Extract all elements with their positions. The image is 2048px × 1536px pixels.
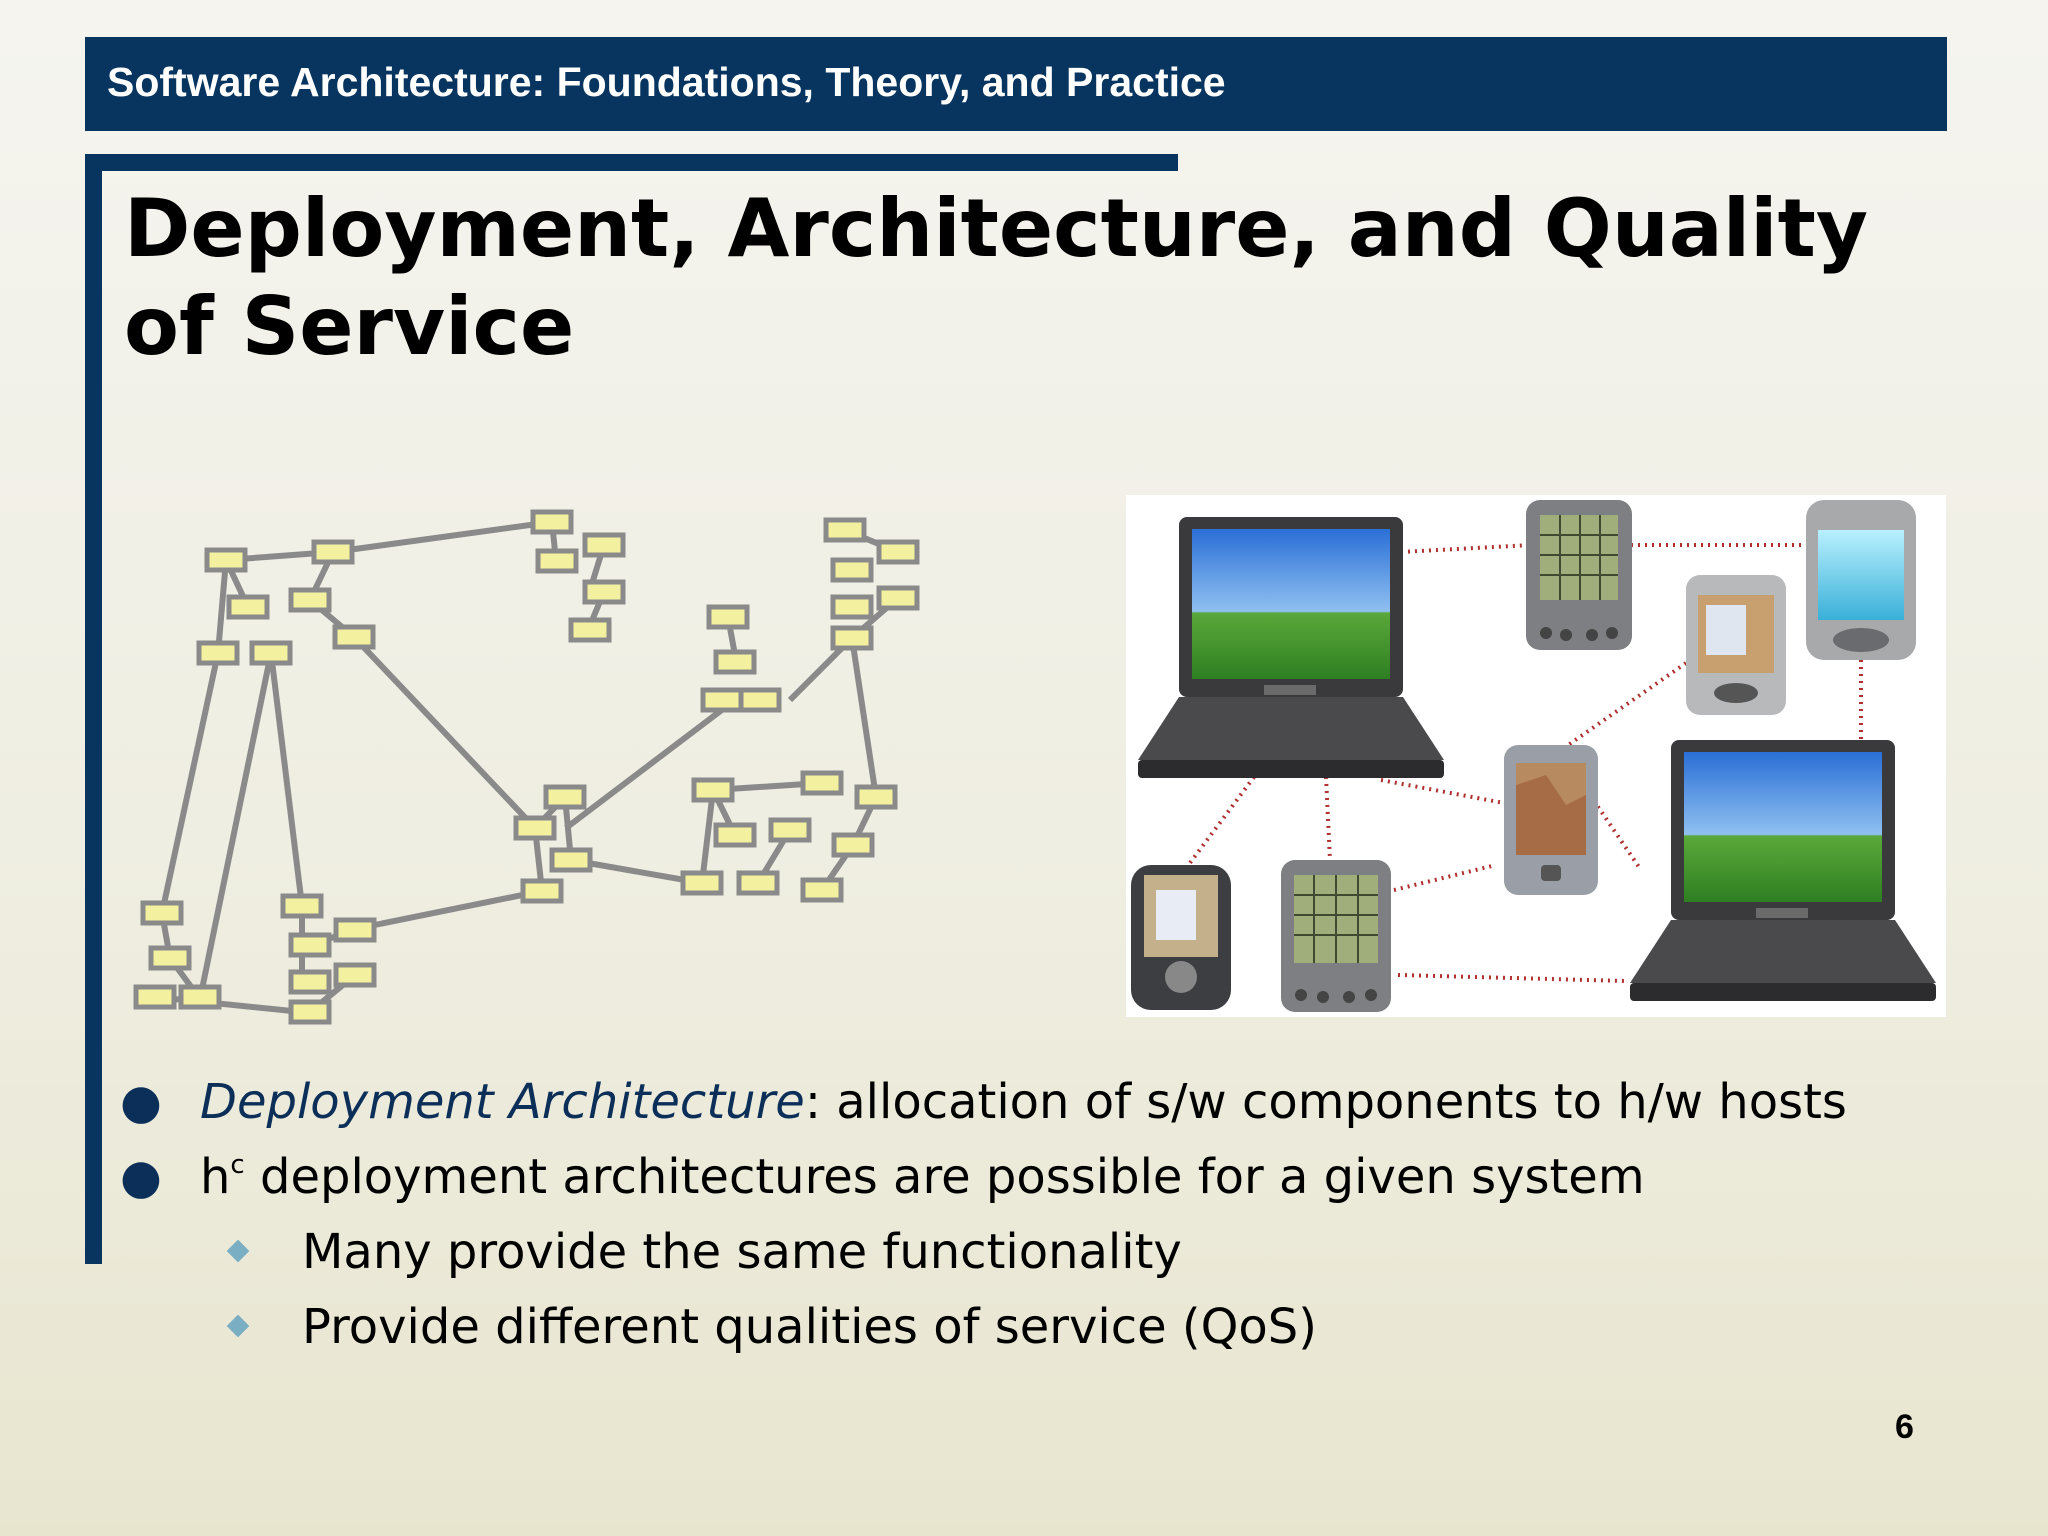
course-title: Software Architecture: Foundations, Theo… (107, 59, 1226, 105)
slide-title: Deployment, Architecture, and Quality of… (124, 182, 1868, 373)
diamond-bullet-icon (226, 1314, 250, 1338)
graph-nodes (133, 509, 920, 1025)
sub-bullet-text: Provide different qualities of service (… (302, 1299, 1317, 1355)
network-links (1179, 543, 1863, 983)
sub-bullet-item: Provide different qualities of service (… (120, 1290, 1960, 1365)
title-left-rule (85, 154, 102, 1264)
component-graph-diagram (133, 509, 920, 1025)
sub-bullet-text: Many provide the same functionality (302, 1224, 1182, 1280)
pda-color-middle-icon (1686, 575, 1786, 715)
pda-grid-bottom-icon (1281, 860, 1391, 1012)
bullet-text: hc deployment architectures are possible… (200, 1140, 1645, 1215)
page-number: 6 (1895, 1408, 1914, 1446)
bullet-list: ● Deployment Architecture: allocation of… (120, 1065, 1960, 1365)
laptop-top-left-icon (1138, 517, 1444, 778)
math-exponent: c (230, 1150, 245, 1180)
bullet-item: ● Deployment Architecture: allocation of… (120, 1065, 1960, 1140)
pocket-pc-top-right-icon (1806, 500, 1916, 660)
diamond-bullet-icon (226, 1239, 250, 1263)
bullet-rest: deployment architectures are possible fo… (244, 1149, 1645, 1205)
math-base: h (200, 1149, 231, 1205)
laptop-bottom-right-icon (1630, 740, 1936, 1001)
bullet-definition: : allocation of s/w components to h/w ho… (804, 1074, 1847, 1130)
bullet-item: ● hc deployment architectures are possib… (120, 1140, 1960, 1215)
device-network-illustration (1126, 495, 1946, 1017)
bullet-dot-icon: ● (120, 1074, 162, 1130)
bullet-term: Deployment Architecture (200, 1074, 805, 1130)
bullet-text: Deployment Architecture: allocation of s… (200, 1065, 1847, 1140)
bullet-dot-icon: ● (120, 1149, 162, 1205)
pda-bottom-left-icon (1131, 865, 1231, 1010)
title-top-rule (85, 154, 1178, 171)
header-bar: Software Architecture: Foundations, Theo… (85, 37, 1947, 131)
sub-bullet-item: Many provide the same functionality (120, 1215, 1960, 1290)
pda-map-center-icon (1504, 745, 1598, 895)
pda-grid-top-icon (1526, 500, 1632, 650)
